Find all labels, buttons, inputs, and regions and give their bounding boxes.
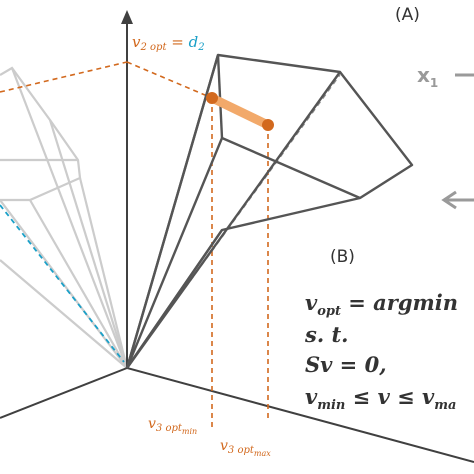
optimal-segment bbox=[206, 92, 274, 131]
main-polytope bbox=[125, 53, 414, 369]
v3opt-min-label: v3 optmin bbox=[148, 416, 197, 436]
equation-line-3: Sv = 0, bbox=[305, 352, 387, 377]
ghost-polytope bbox=[0, 66, 129, 369]
v2opt-label: v2 opt = d2 bbox=[132, 33, 205, 54]
equation-line-2: s. t. bbox=[304, 322, 348, 347]
equation-line-1: vopt = argmin bbox=[305, 290, 458, 319]
v3opt-max-label: v3 optmax bbox=[220, 438, 271, 458]
orange-dashed-guides bbox=[0, 61, 269, 428]
panel-label-a: (A) bbox=[395, 5, 420, 25]
segment-endpoint-min bbox=[206, 92, 218, 104]
segment-endpoint-max bbox=[262, 119, 274, 131]
equations: vopt = argmin s. t. Sv = 0, vmin ≤ v ≤ v… bbox=[304, 290, 458, 413]
equation-line-4: vmin ≤ v ≤ vma bbox=[305, 384, 456, 413]
blue-dashed-line bbox=[0, 204, 125, 363]
right-arrows bbox=[441, 73, 474, 210]
x1-label: x1 bbox=[417, 63, 438, 90]
panel-label-b: (B) bbox=[330, 247, 355, 267]
axes bbox=[0, 10, 474, 463]
